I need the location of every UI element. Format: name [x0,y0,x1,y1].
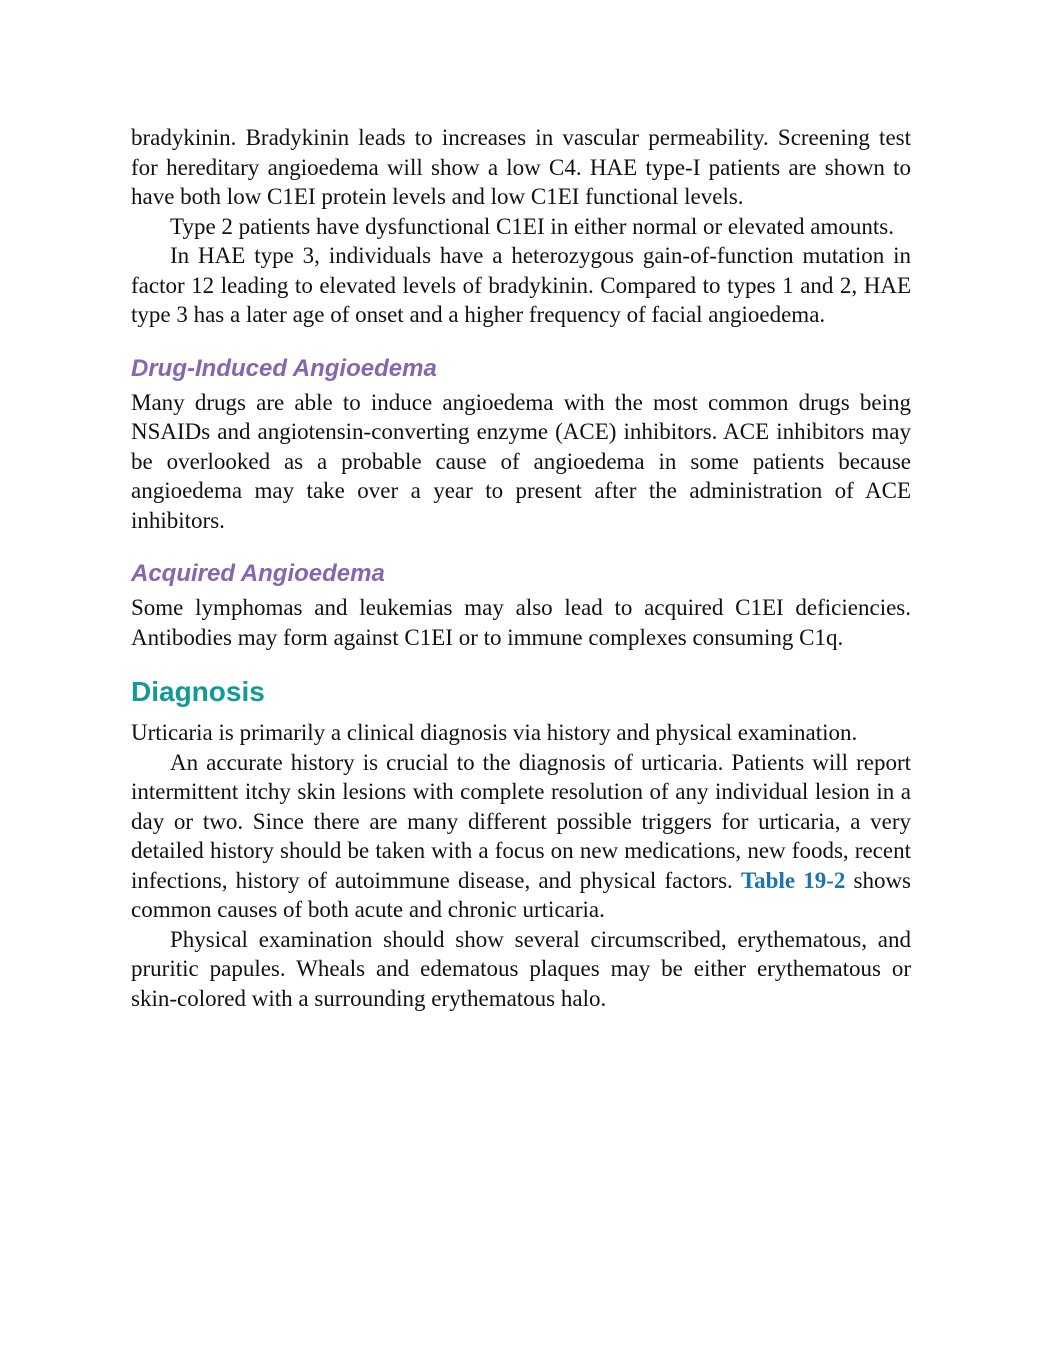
body-paragraph: Type 2 patients have dysfunctional C1EI … [170,213,894,239]
subheading-drug-induced-angioedema: Drug-Induced Angioedema [131,354,437,382]
table-reference-link[interactable]: Table 19-2 [740,867,846,893]
paragraph-text: shows common causes of both acute and ch… [131,867,912,923]
page-content: bradykinin. Bradykinin leads to increase… [131,123,911,1013]
body-paragraph: Many drugs are able to induce angioedema… [131,389,911,533]
body-paragraph: An accurate history is crucial to the di… [131,748,911,925]
body-paragraph: Urticaria is primarily a clinical diagno… [131,720,858,745]
paragraph-text: An accurate history is crucial to the di… [131,749,911,893]
body-paragraph: bradykinin. Bradykinin leads to increase… [131,125,911,209]
section-heading-diagnosis: Diagnosis [131,676,265,707]
body-paragraph: Some lymphomas and leukemias may also le… [131,595,911,650]
body-paragraph: In HAE type 3, individuals have a hetero… [131,243,911,327]
body-paragraph: Physical examination should show several… [131,926,911,1011]
subheading-acquired-angioedema: Acquired Angioedema [131,560,385,587]
